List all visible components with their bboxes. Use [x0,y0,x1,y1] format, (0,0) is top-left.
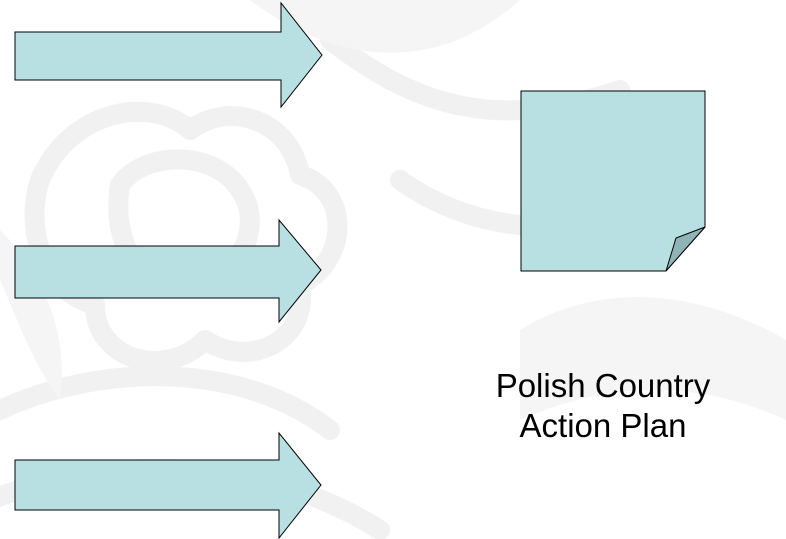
arrow-middle [14,218,322,324]
caption-line-2: Action Plan [519,407,687,444]
arrow-bottom [14,431,322,539]
arrow-top [14,1,323,109]
note-page-icon [520,90,706,272]
document-caption: Polish Country Action Plan [428,366,778,446]
caption-line-1: Polish Country [495,367,711,404]
note-page-fold [665,226,706,272]
